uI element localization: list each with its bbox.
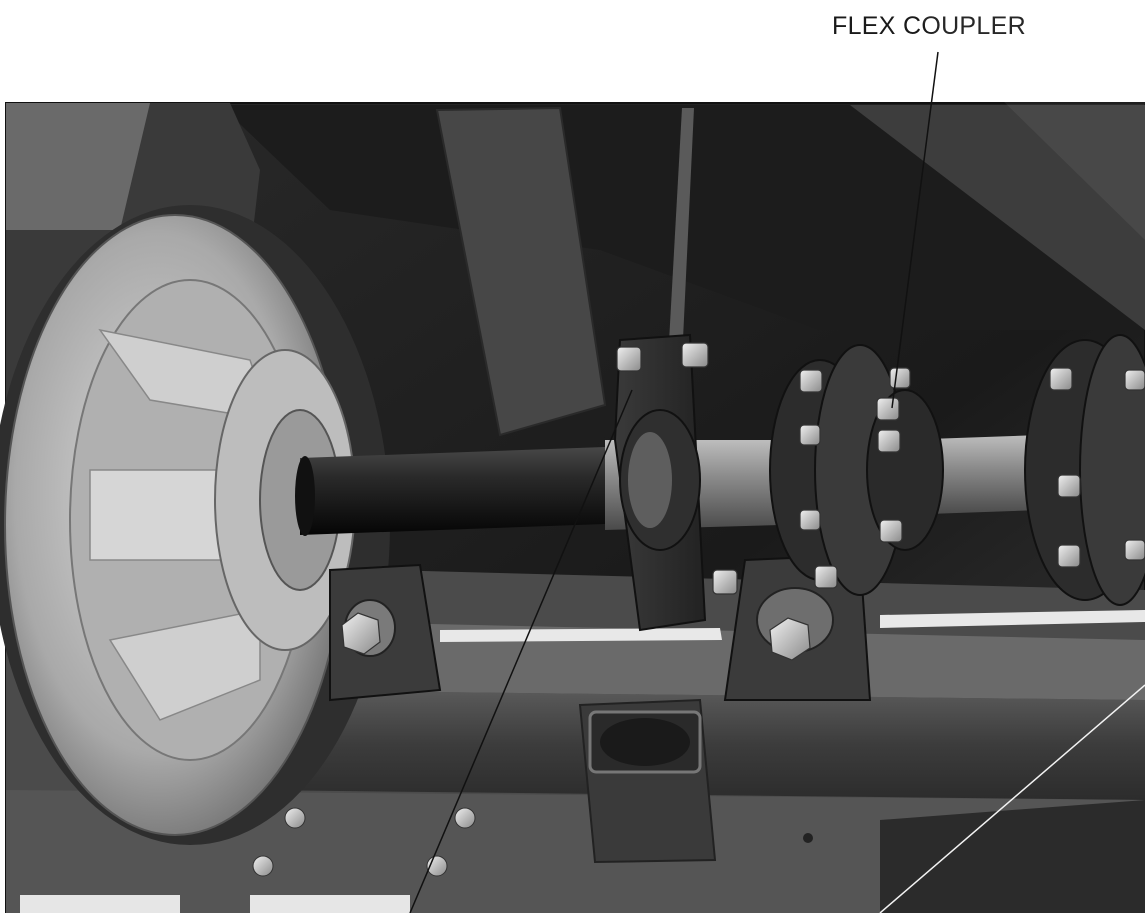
flex-coupler-leader [891, 51, 939, 409]
frame-leader [879, 684, 1145, 913]
bearing-leader [409, 389, 633, 913]
bearing-icon [329, 333, 872, 702]
leader-lines [409, 51, 1145, 913]
watermark-band [900, 0, 1145, 240]
square-tube [578, 698, 717, 864]
bolt-icon [341, 342, 1145, 661]
flex-coupler-callout-label: FLEX COUPLER [832, 12, 1026, 40]
